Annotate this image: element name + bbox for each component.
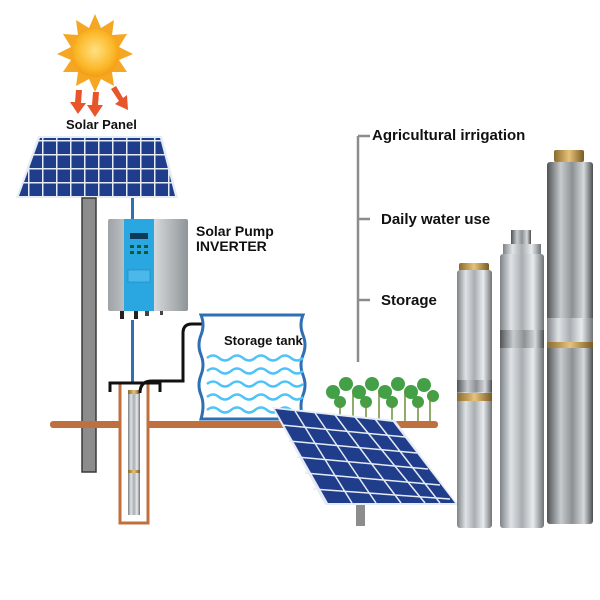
solar-pump-inverter [108,219,188,319]
tracking-solar-panel [272,407,458,526]
uses-bracket [356,134,370,362]
solar-panel-label: Solar Panel [66,117,137,132]
submersible-pump-large [547,150,593,524]
inverter-label: Solar Pump INVERTER [196,224,274,254]
sunlight-arrows-icon [70,86,128,117]
storage-tank-label: Storage tank [224,333,303,348]
panel-pole [81,197,97,473]
inverter-label-line2: INVERTER [196,238,267,254]
solar-panel [16,136,178,198]
water-well [108,381,162,525]
sun-icon [57,14,133,92]
submersible-pump-medium [500,230,544,528]
use-storage: Storage [381,292,437,309]
crops-icon [326,377,439,421]
storage-tank [197,313,307,421]
inverter-label-line1: Solar Pump [196,223,274,239]
use-daily-water: Daily water use [381,211,491,228]
use-agricultural-irrigation: Agricultural irrigation [372,127,526,144]
submersible-pump-small [457,263,492,528]
